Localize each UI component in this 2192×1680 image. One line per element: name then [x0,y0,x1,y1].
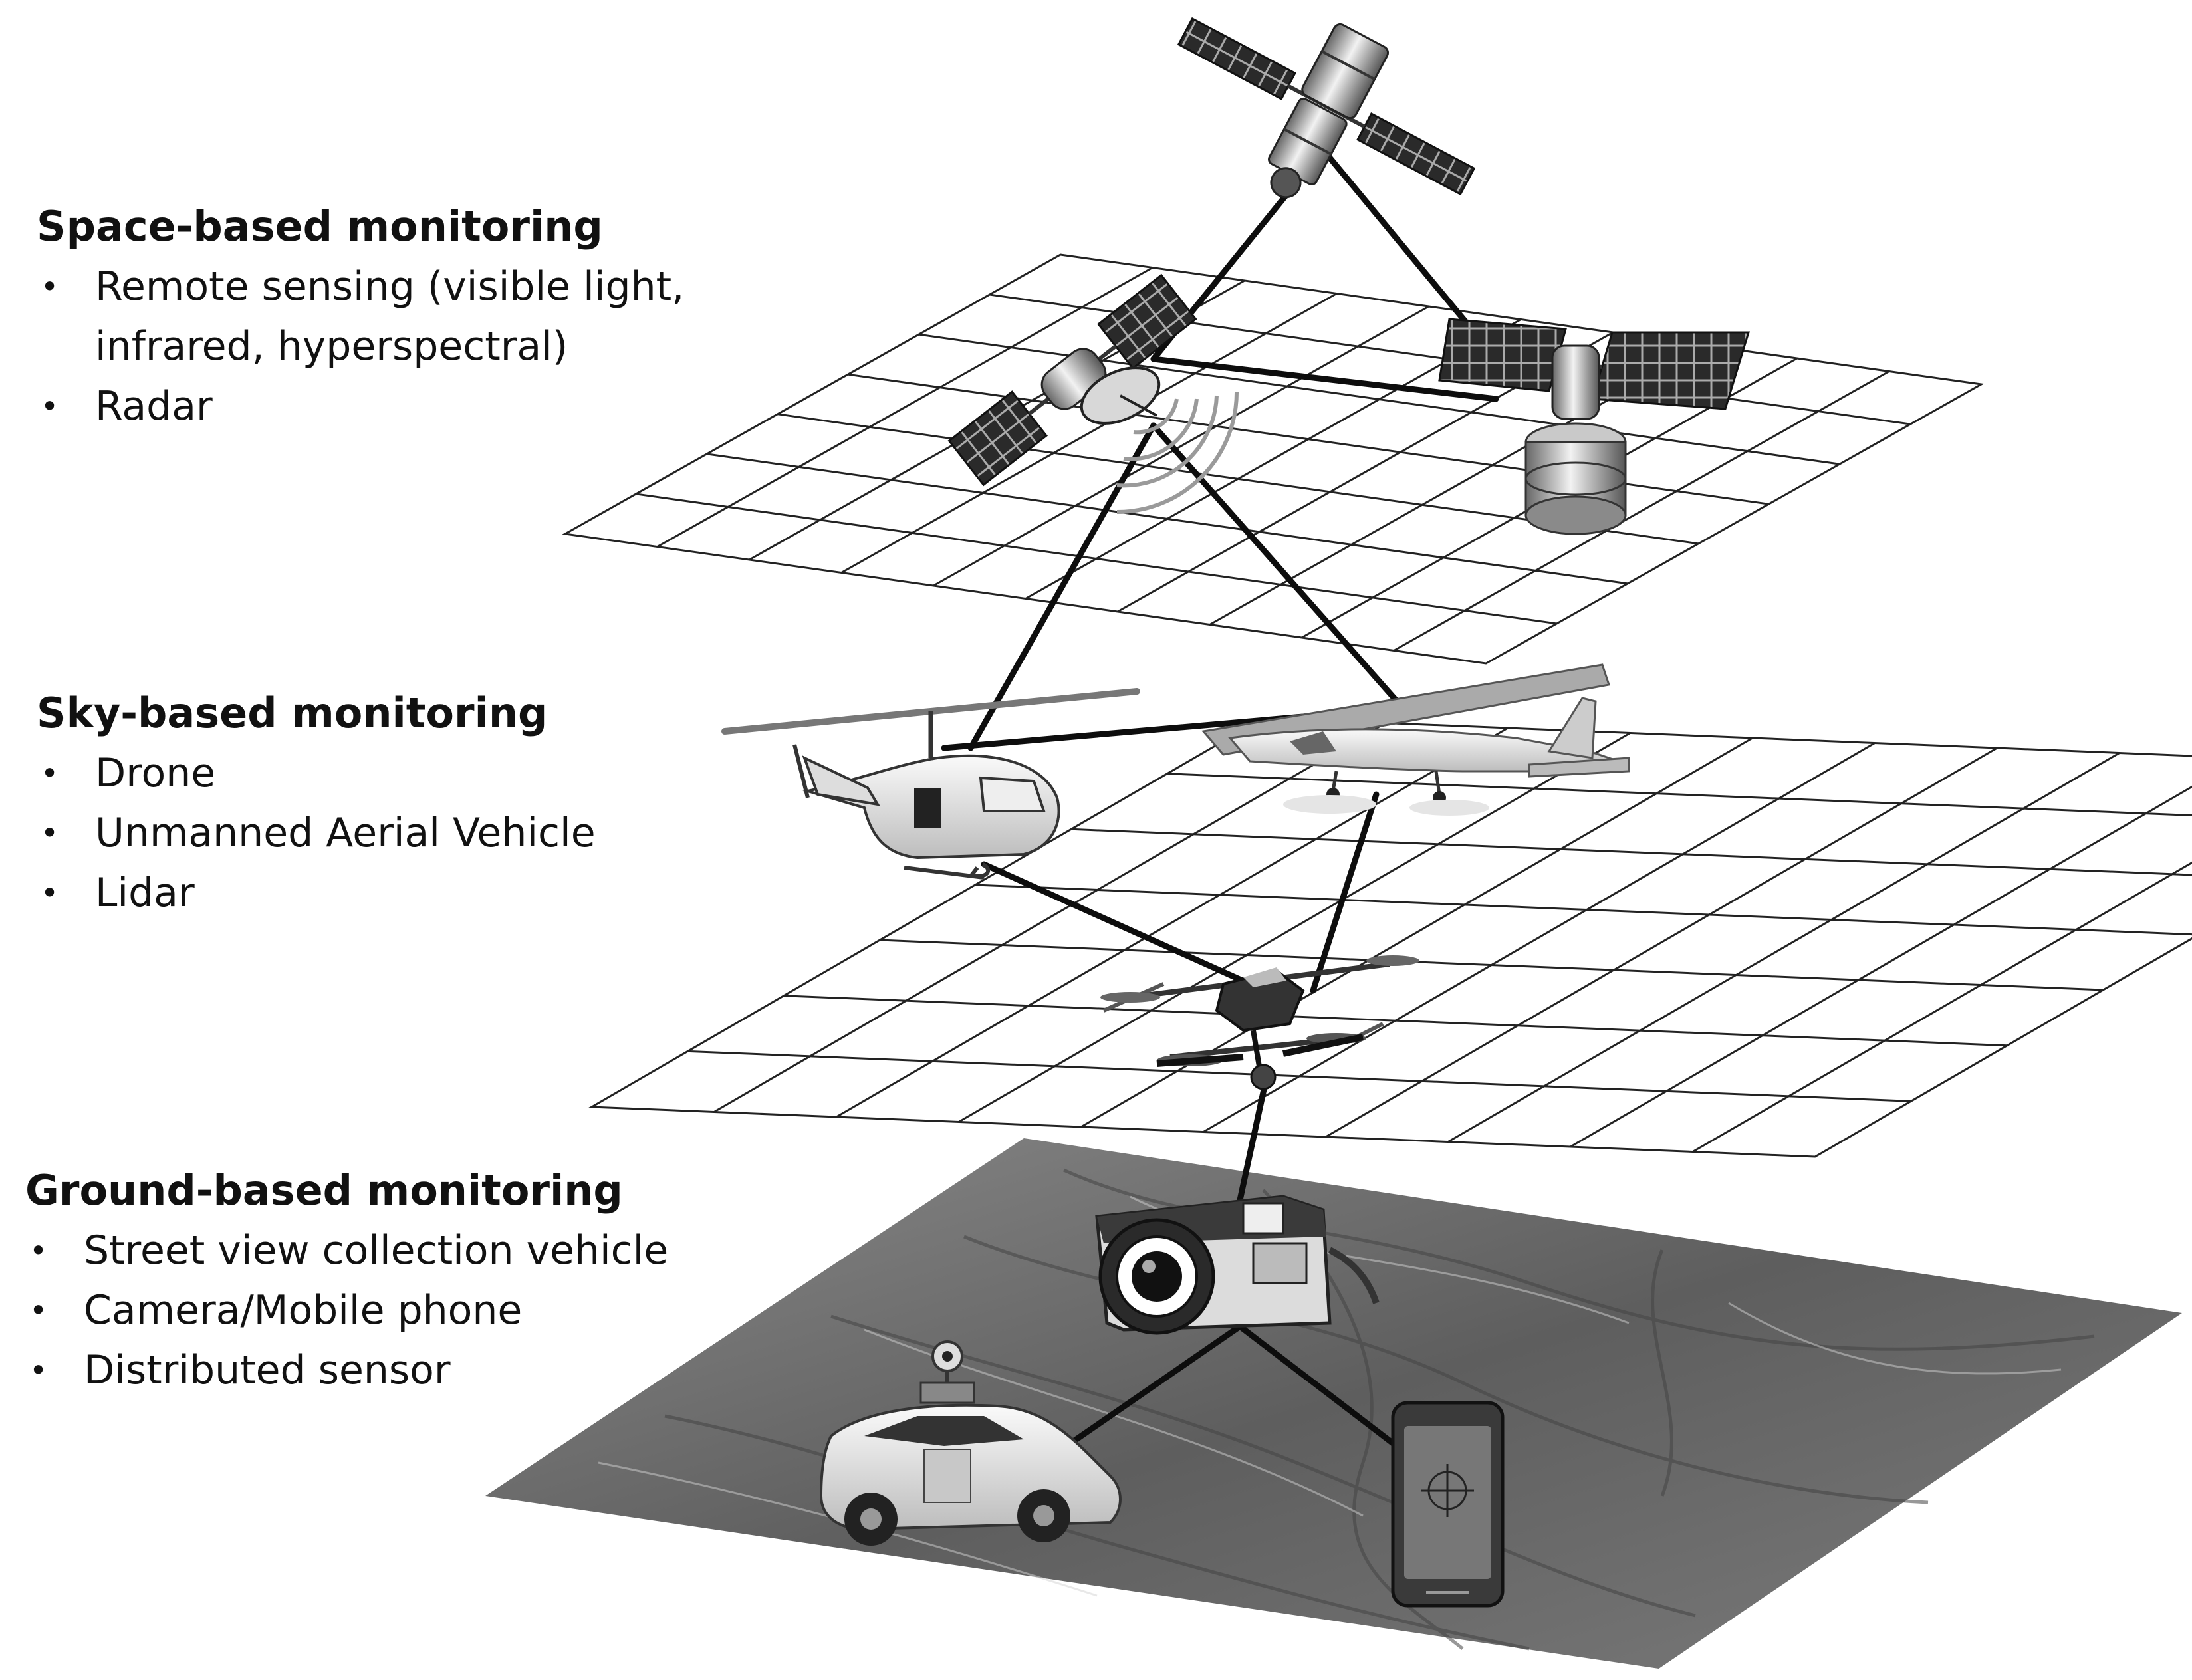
list-item: Street view collection vehicle [25,1221,668,1280]
list-item: Unmanned Aerial Vehicle [37,803,596,863]
ground-based-panel: Ground-based monitoring Street view coll… [25,1165,668,1400]
list-item: Lidar [37,863,596,923]
airplane-icon [1201,663,1630,816]
radar-satellite-icon [947,273,1239,514]
drone-icon [1100,955,1419,1090]
helicopter-icon [721,688,1140,880]
street-view-car-icon [819,1340,1122,1546]
ground-based-title: Ground-based monitoring [25,1166,623,1215]
space-based-title: Space-based monitoring [37,202,603,251]
ground-terrain-plane [485,1138,2182,1669]
space-station-icon [1177,17,1476,199]
space-based-panel: Space-based monitoring Remote sensing (v… [37,201,684,436]
list-item: Distributed sensor [25,1340,668,1400]
mobile-phone-icon [1391,1401,1505,1608]
ground-based-list: Street view collection vehicle Camera/Mo… [25,1221,668,1400]
list-item: Radar [37,376,684,436]
observation-satellite-icon [1438,318,1751,535]
list-item: Remote sensing (visible light, infrared,… [37,257,684,376]
sky-based-title: Sky-based monitoring [37,689,548,737]
list-item: Drone [37,743,596,803]
sky-based-list: Drone Unmanned Aerial Vehicle Lidar [37,743,596,923]
space-based-list: Remote sensing (visible light, infrared,… [37,257,684,436]
space-grid-plane [565,255,1981,663]
sky-based-panel: Sky-based monitoring Drone Unmanned Aeri… [37,687,596,923]
camera-icon [1095,1195,1380,1335]
list-item: Camera/Mobile phone [25,1280,668,1340]
